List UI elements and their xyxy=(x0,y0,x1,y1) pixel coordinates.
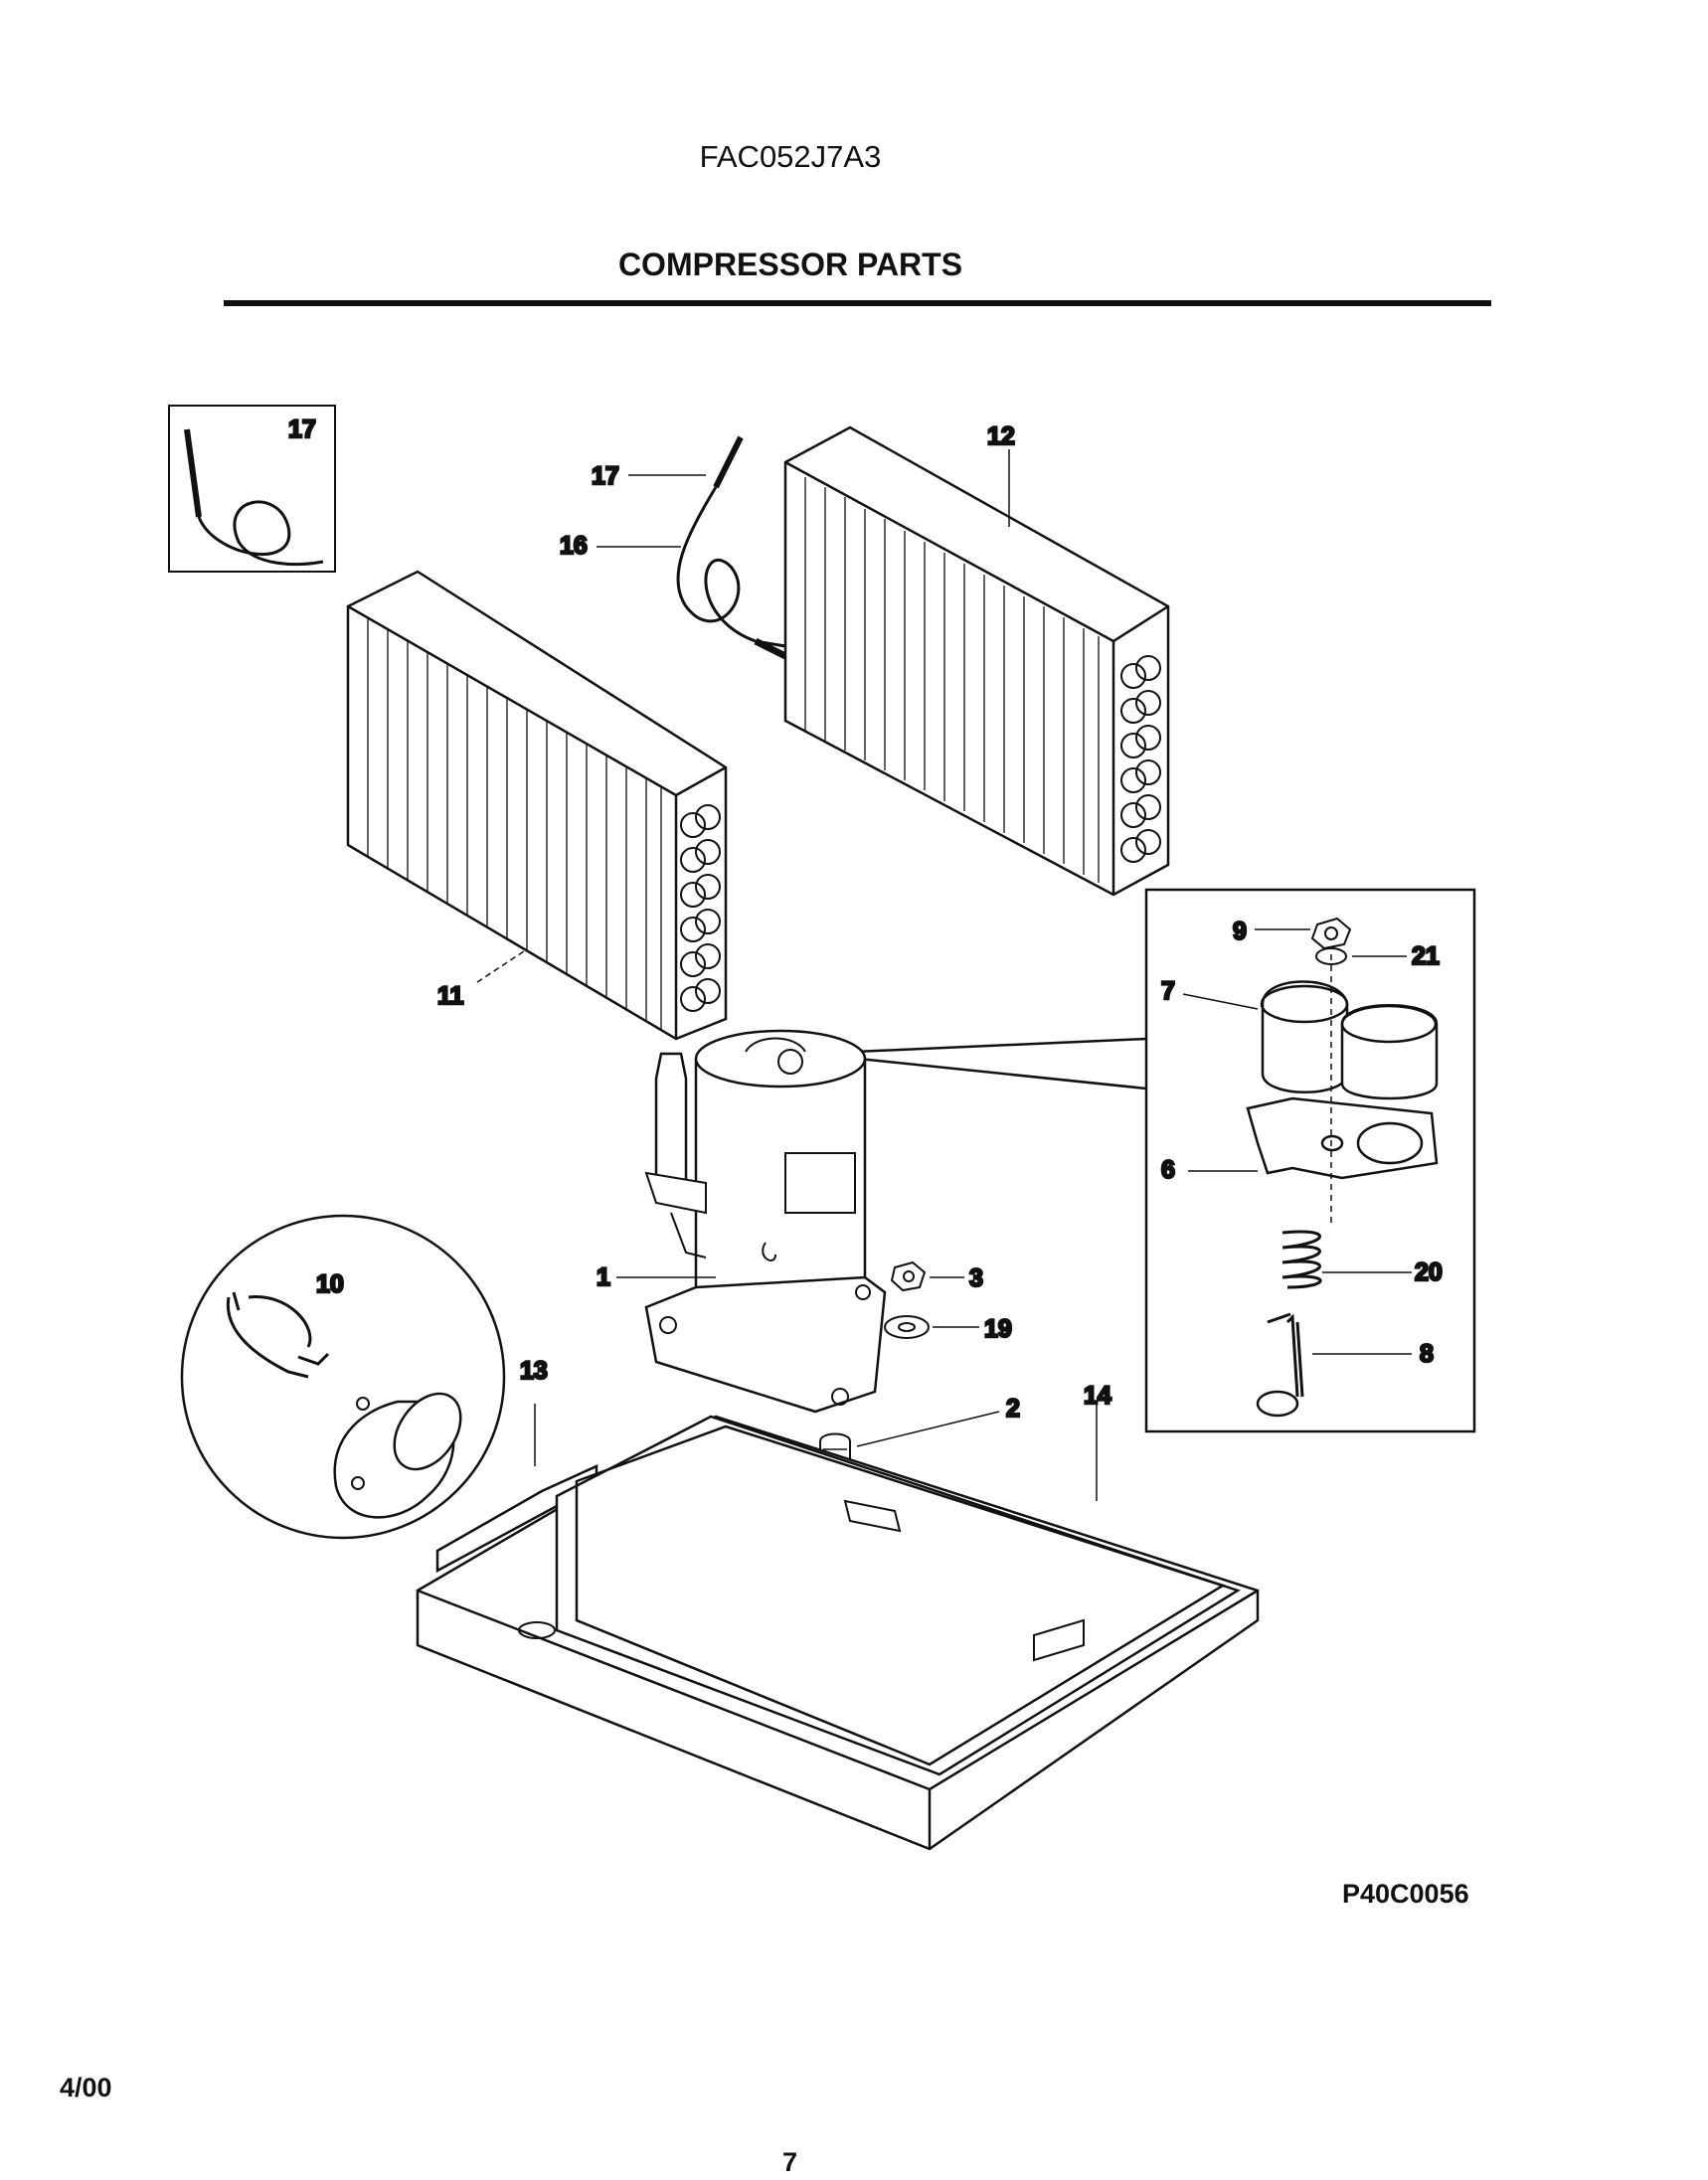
inset-thermistor-17: 17 xyxy=(168,405,336,573)
callout-2: 2 xyxy=(1006,1395,1020,1423)
section-title: COMPRESSOR PARTS xyxy=(617,247,963,282)
callout-14: 14 xyxy=(1084,1382,1111,1410)
callout-1: 1 xyxy=(597,1263,610,1291)
callout-20: 20 xyxy=(1415,1258,1443,1286)
callout-3: 3 xyxy=(969,1264,983,1292)
base-pans: 13 14 xyxy=(416,1356,1260,1851)
callout-12: 12 xyxy=(987,422,1015,450)
callout-8: 8 xyxy=(1420,1340,1434,1368)
callout-10: 10 xyxy=(316,1270,344,1298)
callout-19: 19 xyxy=(984,1315,1012,1343)
callout-9: 9 xyxy=(1233,918,1247,945)
callout-17-inset: 17 xyxy=(288,416,316,443)
sensor-assembly: 17 16 xyxy=(559,435,787,660)
callout-16: 16 xyxy=(560,532,588,560)
callout-21: 21 xyxy=(1412,942,1440,970)
capacitor-detail-10: 10 xyxy=(180,1214,506,1540)
model-number: FAC052J7A3 xyxy=(699,139,882,174)
callout-7: 7 xyxy=(1161,977,1175,1005)
drawing-code: P40C0056 xyxy=(1342,1879,1469,1909)
compressor-1: 1 xyxy=(596,1029,887,1414)
condenser-coil-12: 12 xyxy=(783,421,1170,897)
callout-17: 17 xyxy=(592,462,619,490)
callout-13: 13 xyxy=(520,1357,548,1385)
callout-6: 6 xyxy=(1161,1156,1175,1184)
revision-date: 4/00 xyxy=(60,2073,112,2102)
callout-11: 11 xyxy=(437,982,464,1010)
evaporator-coil-11: 11 xyxy=(346,570,728,1041)
detail-box: 9 21 7 6 20 8 xyxy=(809,888,1476,1433)
title-rule xyxy=(224,300,1491,306)
page-number: 7 xyxy=(782,2147,798,2177)
